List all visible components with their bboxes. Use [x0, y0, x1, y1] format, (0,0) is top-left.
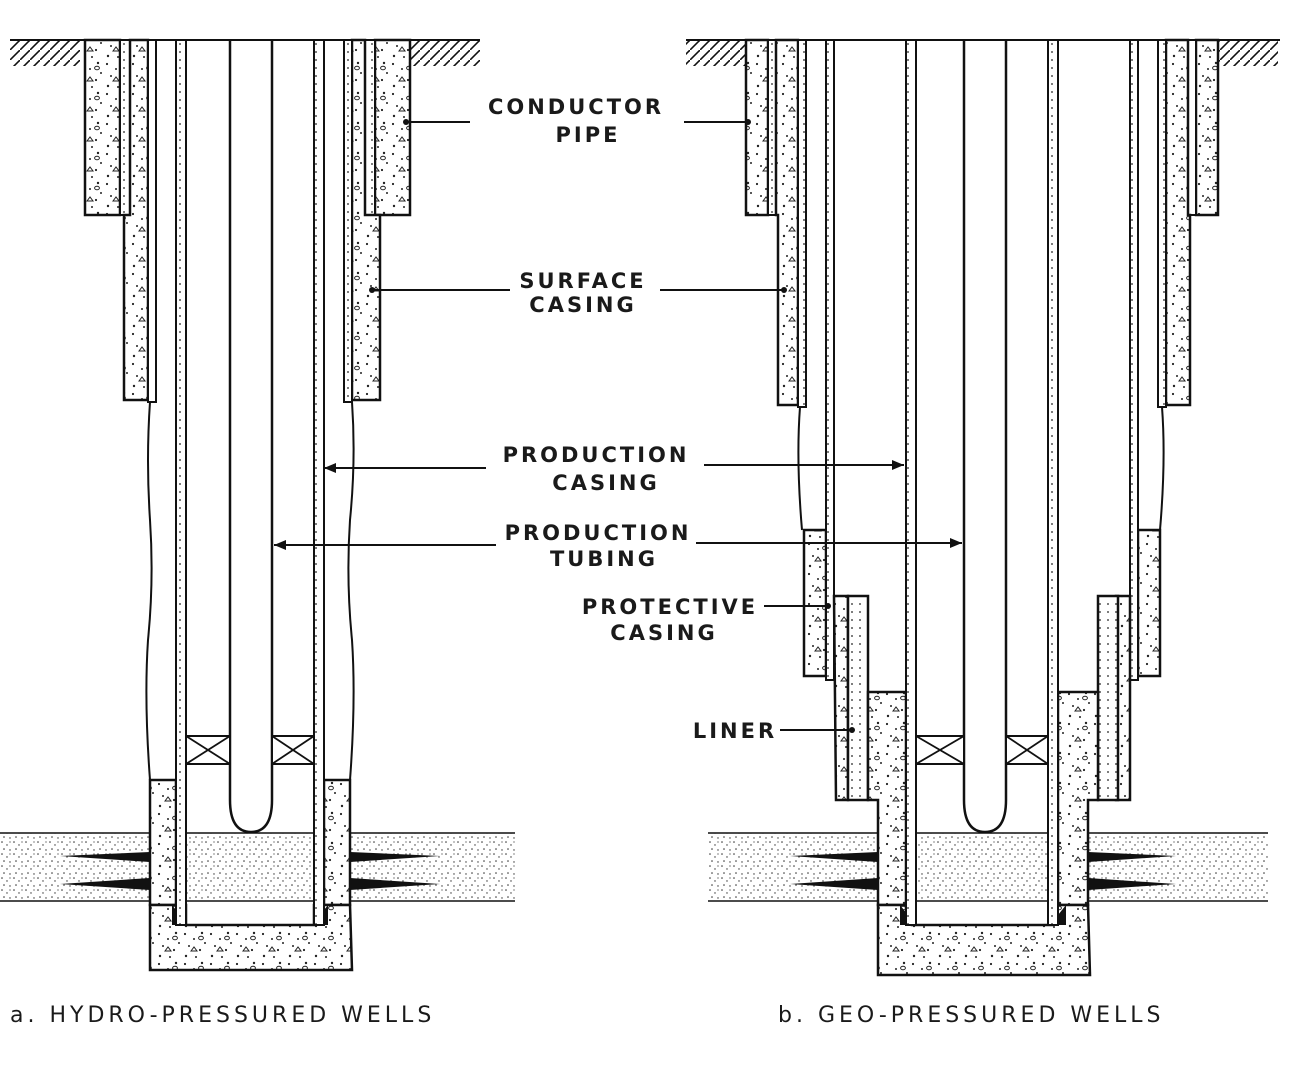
packer-left-b	[915, 735, 965, 765]
label-prodtubing-line1: PRODUCTION	[505, 521, 692, 545]
label-protective-line2: CASING	[610, 621, 717, 645]
ground-hatch-right-b	[1218, 40, 1278, 66]
packer-right-a	[271, 735, 315, 765]
label-conductor-line1: CONDUCTOR	[488, 95, 664, 119]
production-tubing-a	[228, 40, 274, 834]
label-production-casing: PRODUCTION CASING	[503, 443, 690, 495]
caption-hydro-pressured: a. HYDRO-PRESSURED WELLS	[10, 1003, 435, 1028]
label-production-tubing: PRODUCTION TUBING	[505, 521, 692, 571]
well-b-geo-pressured	[686, 38, 1280, 977]
label-prodcasing-line1: PRODUCTION	[503, 443, 690, 467]
ground-hatch-right-a	[410, 40, 480, 66]
label-conductor-line2: PIPE	[556, 123, 621, 147]
protective-cement-b	[802, 528, 828, 678]
surface-casing-a	[147, 39, 157, 403]
perforations-a	[60, 852, 440, 890]
sand-formation-b	[708, 833, 1268, 901]
liner-b	[846, 594, 870, 802]
protective-casing-b	[825, 39, 835, 681]
packer-right-b	[1005, 735, 1049, 765]
label-prodtubing-line2: TUBING	[550, 547, 658, 571]
leader-lines	[274, 119, 962, 733]
conductor-pipe-a	[119, 39, 131, 216]
label-surface-casing: SURFACE CASING	[519, 269, 646, 317]
ground-hatch-left-b	[686, 40, 746, 66]
label-liner-text: LINER	[693, 719, 777, 743]
well-a-hydro-pressured	[0, 38, 515, 972]
label-liner: LINER	[693, 719, 777, 743]
label-surface-line2: CASING	[529, 293, 636, 317]
production-casing-b	[905, 39, 917, 926]
label-protective-casing: PROTECTIVE CASING	[582, 595, 758, 645]
ground-hatch-left-a	[10, 40, 80, 66]
caption-geo-pressured: b. GEO-PRESSURED WELLS	[778, 1003, 1165, 1028]
conductor-cement-b	[744, 38, 770, 217]
packer-left-a	[185, 735, 231, 765]
surface-casing-b	[797, 39, 807, 408]
label-surface-line1: SURFACE	[519, 269, 646, 293]
production-casing-a	[175, 39, 187, 926]
label-conductor-pipe: CONDUCTOR PIPE	[488, 95, 664, 147]
label-prodcasing-line2: CASING	[552, 471, 659, 495]
sand-formation-a	[0, 833, 515, 901]
conductor-cement-a	[83, 38, 122, 217]
label-protective-line1: PROTECTIVE	[582, 595, 758, 619]
production-tubing-b	[962, 40, 1008, 834]
perforations-b	[790, 852, 1176, 890]
surface-cement-b	[774, 38, 800, 407]
